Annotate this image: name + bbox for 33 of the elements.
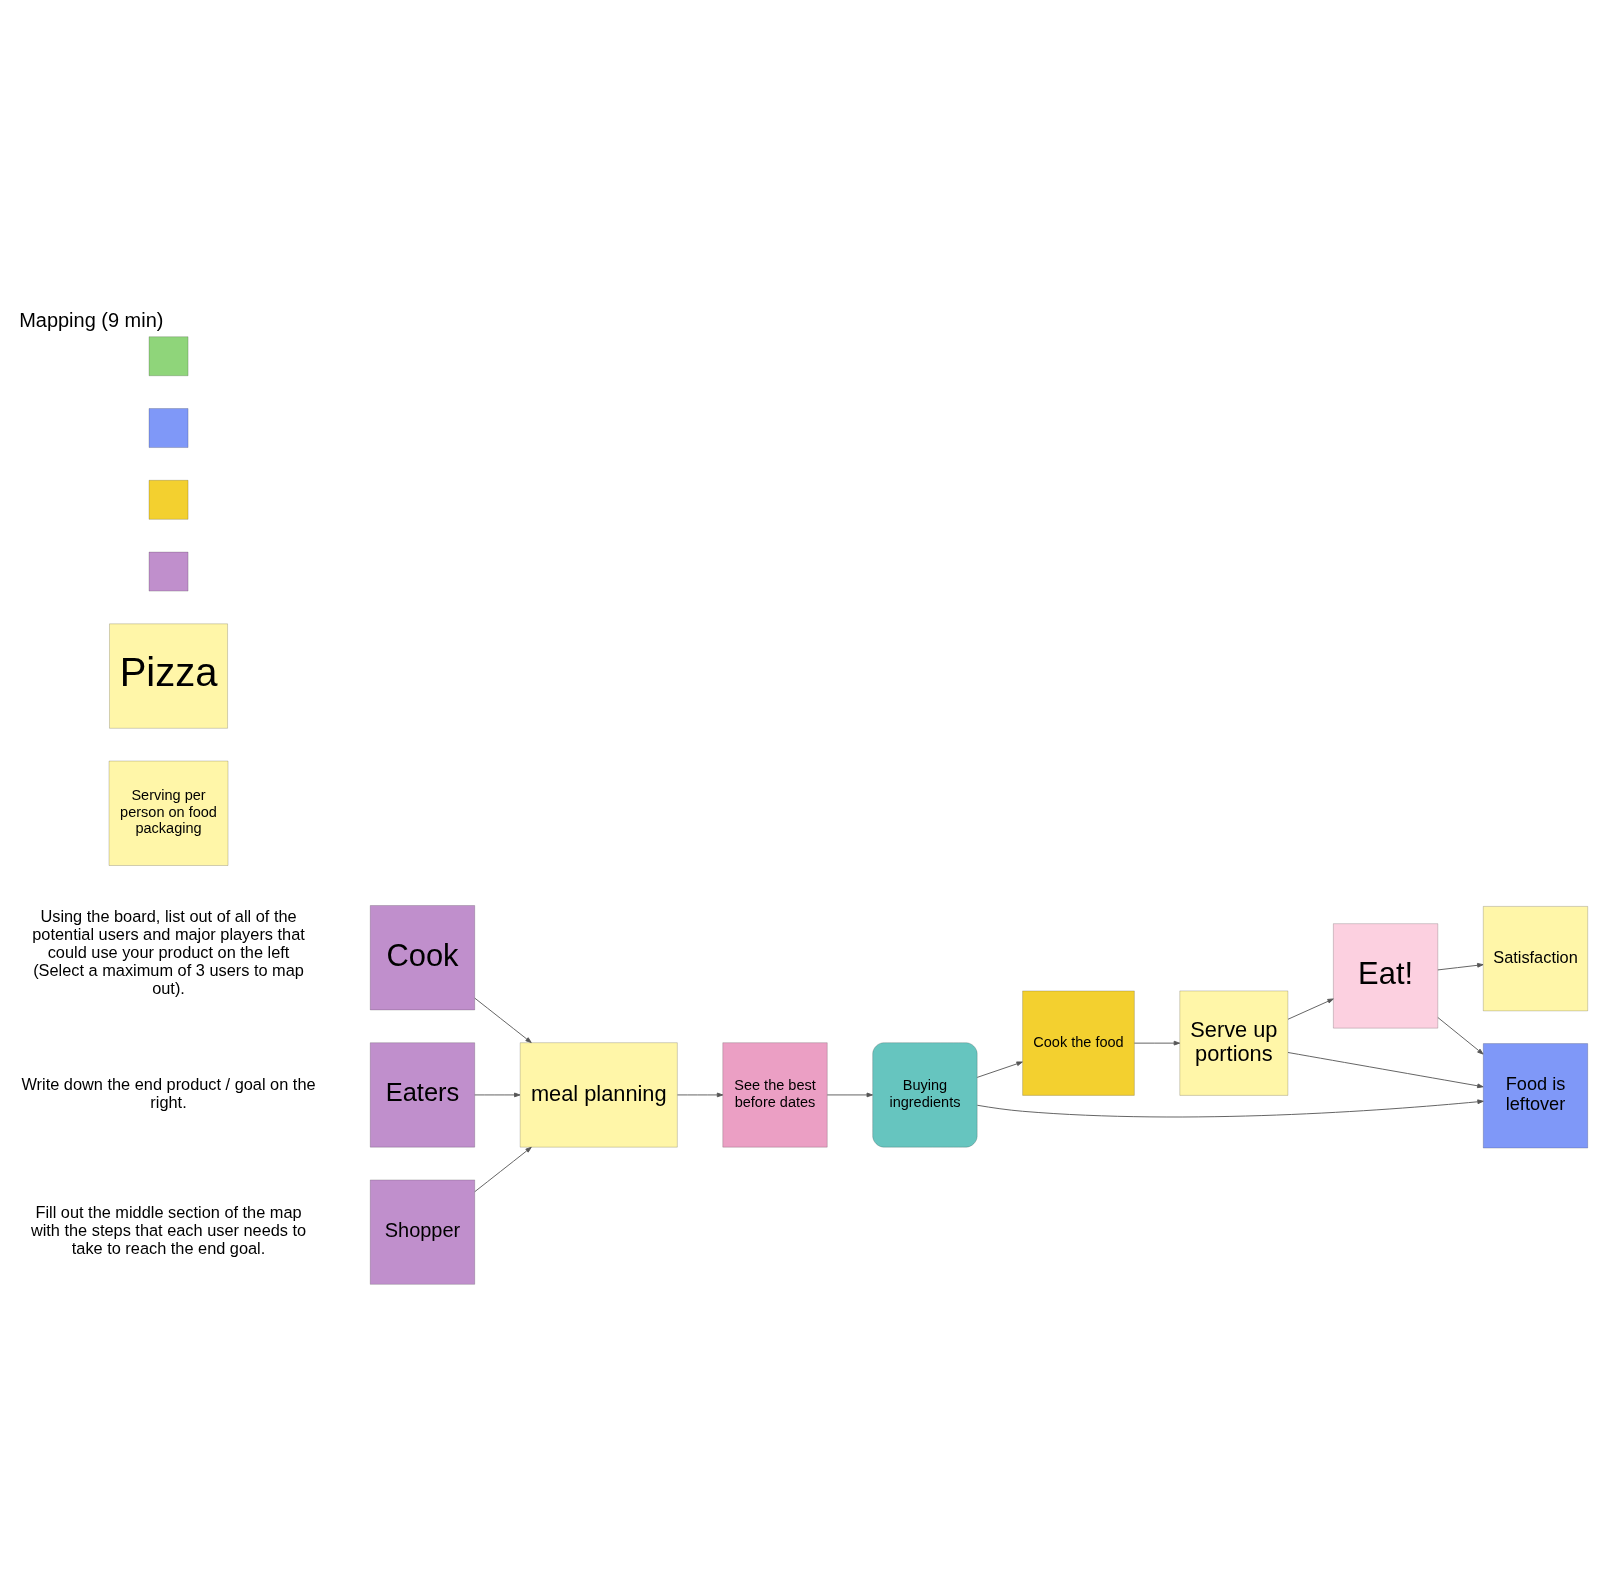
- node-box: Eaters: [369, 1041, 476, 1148]
- arrow: [474, 997, 532, 1043]
- node-box: Cook the food: [1022, 989, 1135, 1096]
- node-box: Serving per person on food packaging: [108, 760, 229, 866]
- diagram-title: Mapping (9 min): [19, 308, 164, 331]
- node-box: Eat!: [1332, 922, 1439, 1029]
- label: Fill out the middle section of the map with the steps that each user needs to take to reach the end goal.: [30, 1202, 307, 1257]
- node-box: Serve up portions: [1179, 989, 1289, 1096]
- node-box: meal planning: [519, 1041, 678, 1148]
- node-box: [148, 551, 189, 592]
- arrow: [474, 1146, 532, 1192]
- arrow: [976, 1060, 1023, 1078]
- label: Write down the end product / goal on the right.: [21, 1074, 316, 1111]
- arrow: [826, 1092, 873, 1097]
- node-box: Food is leftover: [1482, 1042, 1589, 1149]
- node-box: [148, 479, 189, 520]
- node-box: See the best before dates: [722, 1041, 828, 1148]
- node-box: Pizza: [109, 622, 229, 729]
- arrow: [677, 1092, 724, 1097]
- node-box: [148, 335, 189, 376]
- arrow: [474, 1092, 521, 1097]
- node-box: Satisfaction: [1482, 905, 1589, 1011]
- arrow: [1287, 1051, 1484, 1088]
- node-box: Shopper: [369, 1178, 476, 1285]
- arrow: [976, 1098, 1484, 1117]
- node-box: [148, 407, 189, 448]
- node-box: Buying ingredients: [872, 1041, 978, 1148]
- arrow: [1133, 1040, 1181, 1045]
- arrow: [1437, 1016, 1484, 1055]
- node-box: Cook: [369, 904, 476, 1010]
- arrow: [1437, 962, 1484, 970]
- label: Using the board, list out of all of the potential users and major players that could use your product on the left (Select a maximum of 3 users to map out).: [32, 906, 305, 997]
- arrow: [1287, 997, 1334, 1020]
